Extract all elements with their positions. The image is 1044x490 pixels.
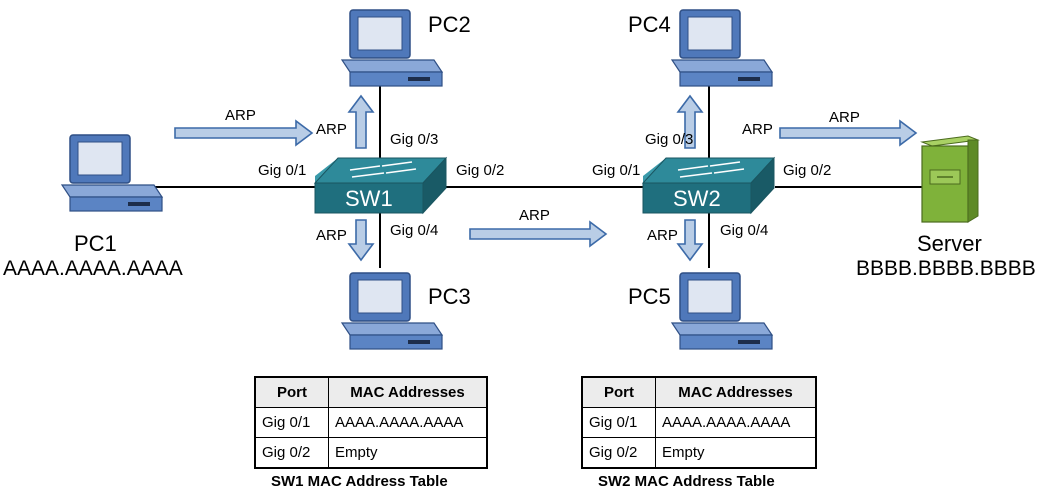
arp-arrows (174, 94, 918, 262)
sw2-port-gig04: Gig 0/4 (720, 222, 769, 239)
arp-label-sw2-server: ARP (829, 109, 860, 126)
table-header-mac: MAC Addresses (655, 376, 817, 408)
arp-arrow-pc1-to-sw1 (174, 119, 314, 147)
table-cell-port: Gig 0/2 (581, 437, 656, 469)
table-header-mac: MAC Addresses (328, 376, 488, 408)
table-row: Gig 0/2 Empty (254, 437, 488, 469)
arp-label-sw2-pc4: ARP (742, 121, 773, 138)
table-cell-mac: AAAA.AAAA.AAAA (328, 407, 488, 438)
sw1-port-gig02: Gig 0/2 (456, 162, 505, 179)
server-mac: BBBB.BBBB.BBBB (856, 257, 1036, 280)
arp-label-sw1-pc2: ARP (316, 121, 347, 138)
arp-label-sw1-sw2: ARP (519, 207, 550, 224)
table-header-row: Port MAC Addresses (581, 376, 817, 408)
arp-arrow-sw2-to-server (779, 119, 918, 147)
sw1-port-gig03: Gig 0/3 (390, 131, 439, 148)
pc3-label: PC3 (428, 284, 471, 309)
arp-arrow-sw1-to-sw2 (469, 220, 608, 248)
switch-sw1 (313, 156, 448, 215)
sw1-table-caption: SW1 MAC Address Table (271, 473, 448, 490)
server-label: Server (917, 231, 982, 256)
pc4-label: PC4 (628, 12, 671, 37)
pc1-mac: AAAA.AAAA.AAAA (3, 257, 183, 280)
switch-sw2 (641, 156, 776, 215)
table-cell-port: Gig 0/1 (254, 407, 329, 438)
pc4-icon (671, 9, 773, 87)
sw2-table-caption: SW2 MAC Address Table (598, 473, 775, 490)
table-header-row: Port MAC Addresses (254, 376, 488, 408)
sw2-port-gig02: Gig 0/2 (783, 162, 832, 179)
sw1-label: SW1 (345, 186, 393, 211)
table-row: Gig 0/1 AAAA.AAAA.AAAA (254, 407, 488, 438)
arp-label-pc1-sw1: ARP (225, 107, 256, 124)
sw1-port-gig01: Gig 0/1 (258, 162, 307, 179)
pc1-label: PC1 (74, 231, 117, 256)
table-row: Gig 0/1 AAAA.AAAA.AAAA (581, 407, 817, 438)
table-cell-mac: Empty (328, 437, 488, 469)
arp-arrow-sw2-to-pc4 (676, 94, 704, 149)
table-row: Gig 0/2 Empty (581, 437, 817, 469)
arp-arrow-sw1-to-pc3 (347, 219, 375, 262)
arp-label-sw1-pc3: ARP (316, 227, 347, 244)
pc2-icon (341, 9, 443, 87)
pc5-icon (671, 272, 773, 350)
pc2-label: PC2 (428, 12, 471, 37)
pc1-icon (61, 134, 163, 212)
arp-arrow-sw1-to-pc2 (347, 94, 375, 149)
arp-label-sw2-pc5: ARP (647, 227, 678, 244)
sw1-port-gig04: Gig 0/4 (390, 222, 439, 239)
sw2-mac-table: Port MAC Addresses Gig 0/1 AAAA.AAAA.AAA… (581, 376, 817, 469)
table-cell-port: Gig 0/2 (254, 437, 329, 469)
sw2-port-gig03: Gig 0/3 (645, 131, 694, 148)
table-cell-port: Gig 0/1 (581, 407, 656, 438)
table-header-port: Port (581, 376, 656, 408)
sw2-port-gig01: Gig 0/1 (592, 162, 641, 179)
table-cell-mac: AAAA.AAAA.AAAA (655, 407, 817, 438)
pc3-icon (341, 272, 443, 350)
sw2-label: SW2 (673, 186, 721, 211)
table-cell-mac: Empty (655, 437, 817, 469)
pc5-label: PC5 (628, 284, 671, 309)
server-icon (920, 135, 980, 223)
table-header-port: Port (254, 376, 329, 408)
network-links (150, 85, 922, 268)
arp-arrow-sw2-to-pc5 (676, 219, 704, 262)
sw1-mac-table: Port MAC Addresses Gig 0/1 AAAA.AAAA.AAA… (254, 376, 488, 469)
